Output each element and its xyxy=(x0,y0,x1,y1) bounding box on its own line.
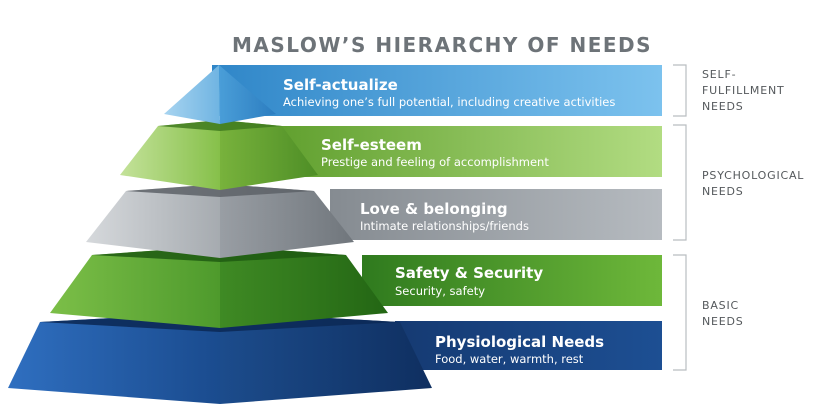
level-physiological-shape xyxy=(8,312,662,404)
level-1-title: Self-actualize xyxy=(283,76,398,94)
level-3-title: Love & belonging xyxy=(360,200,508,218)
level-4-description: Security, safety xyxy=(395,284,486,298)
level-actualize-band xyxy=(212,65,662,116)
level-love-band xyxy=(330,189,662,240)
level-love-top-face xyxy=(126,184,314,197)
level-actualize-shape xyxy=(164,65,662,124)
level-actualize-left-face xyxy=(164,65,220,124)
bracket-psychological xyxy=(673,124,687,241)
group-brackets xyxy=(673,64,687,371)
level-esteem-shape xyxy=(120,120,662,190)
level-actualize-right-face xyxy=(219,65,276,124)
level-5-title: Physiological Needs xyxy=(435,333,605,351)
bracket-self-fulfillment xyxy=(673,64,687,117)
level-esteem-band xyxy=(266,126,662,177)
diagram-title: MASLOW’S HIERARCHY OF NEEDS xyxy=(232,33,653,57)
level-2-title: Self-esteem xyxy=(321,136,422,154)
level-love-left-face xyxy=(86,184,220,258)
level-esteem-right-face xyxy=(220,120,318,190)
level-safety-band xyxy=(362,255,662,306)
level-physiological-band xyxy=(395,321,662,370)
level-love-shape xyxy=(86,184,662,258)
group-label-psychological: PSYCHOLOGICAL NEEDS xyxy=(702,169,805,198)
level-4-title: Safety & Security xyxy=(395,264,544,282)
level-5-description: Food, water, warmth, rest xyxy=(435,352,584,366)
level-1-description: Achieving one’s full potential, includin… xyxy=(283,95,616,109)
level-physiological-left-face xyxy=(8,312,220,404)
level-safety-left-face xyxy=(50,246,220,328)
level-esteem-left-face xyxy=(120,120,220,190)
level-love-right-face xyxy=(220,184,354,258)
bracket-basic xyxy=(673,254,687,371)
group-label-basic: BASIC NEEDS xyxy=(702,299,744,328)
level-physiological-right-face xyxy=(220,312,432,404)
level-3-description: Intimate relationships/friends xyxy=(360,219,529,233)
group-label-self-fulfillment: SELF- FULFILLMENT NEEDS xyxy=(702,68,785,113)
level-2-description: Prestige and feeling of accomplishment xyxy=(321,155,549,169)
level-esteem-top-face xyxy=(158,120,282,131)
level-safety-right-face xyxy=(220,246,388,328)
level-safety-shape xyxy=(50,246,662,328)
